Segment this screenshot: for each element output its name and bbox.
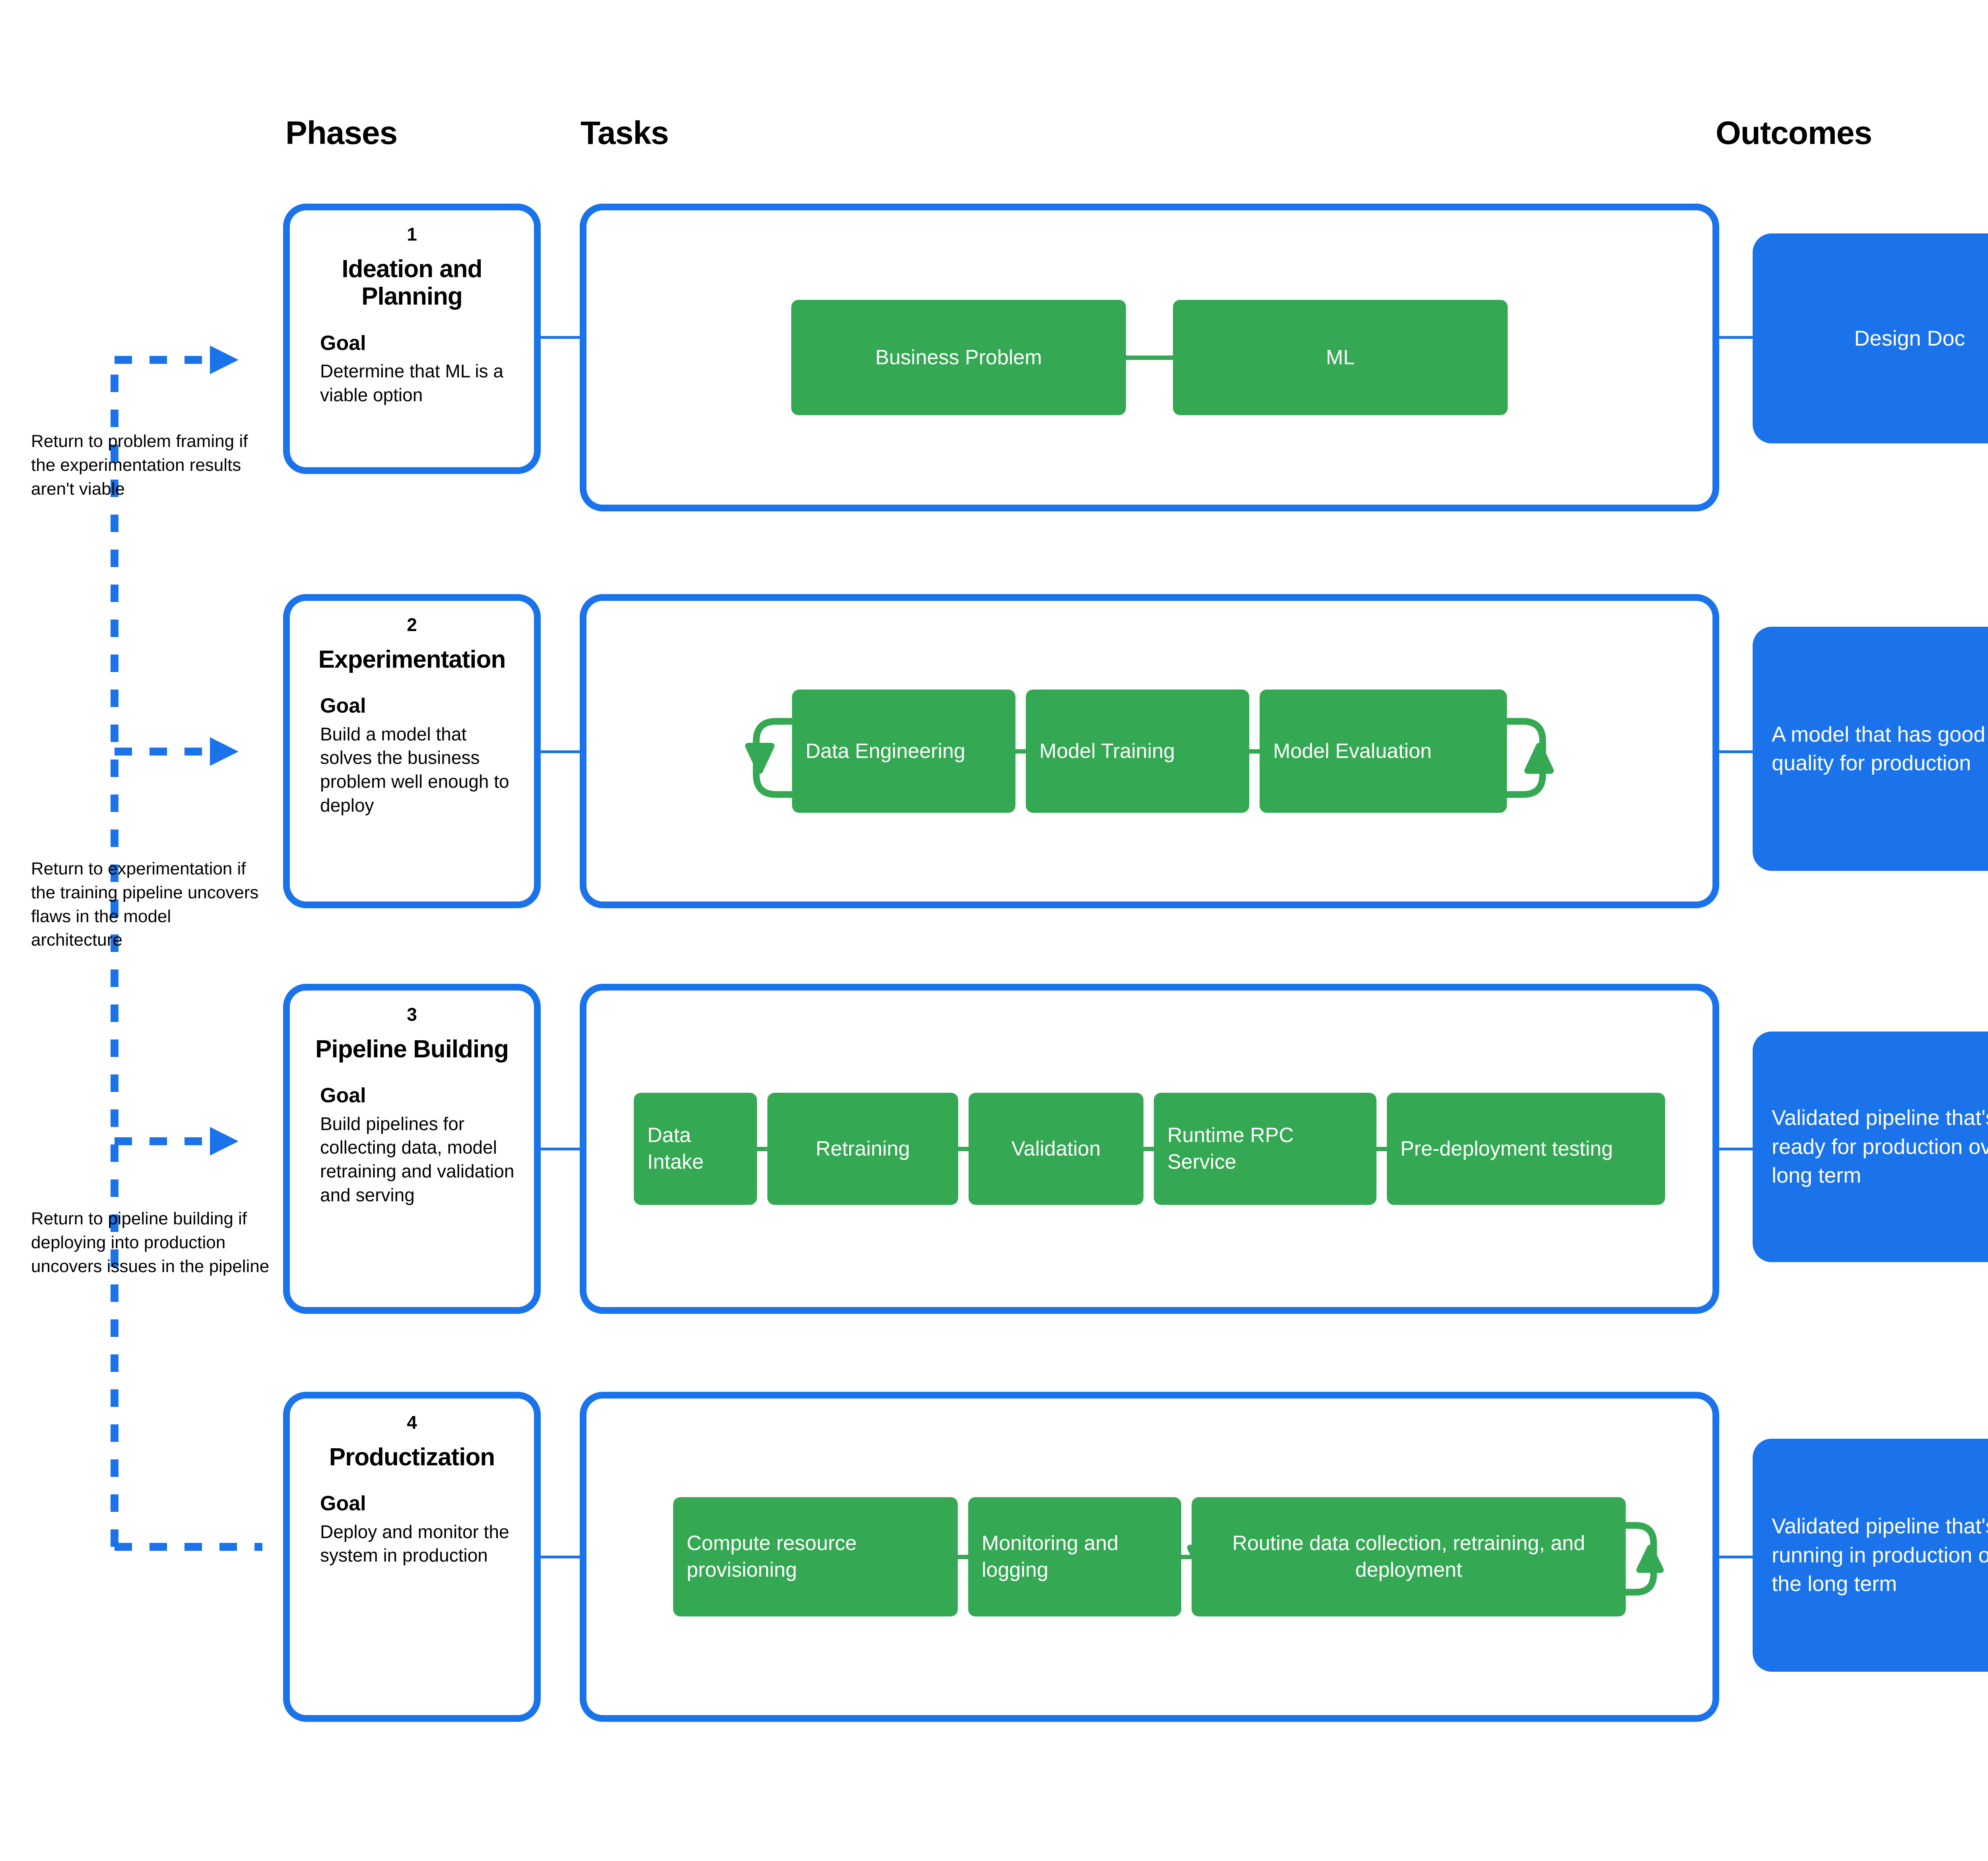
- phase-row-4: 4 Productization Goal Deploy and monitor…: [0, 1392, 1988, 1722]
- task-box-routine-data-collection[interactable]: Routine data collection, retraining, and…: [1192, 1497, 1626, 1616]
- goal-block-4: Goal Deploy and monitor the system in pr…: [308, 1492, 516, 1568]
- phase-row-3: 3 Pipeline Building Goal Build pipelines…: [0, 984, 1988, 1314]
- task-box-data-intake[interactable]: Data Intake: [634, 1093, 757, 1205]
- phase-title-2: Experimentation: [318, 645, 506, 673]
- task-label: Monitoring and logging: [982, 1532, 1118, 1581]
- link-tasks3-outcome3: [1719, 1148, 1753, 1150]
- task-connector: [1181, 1554, 1192, 1559]
- column-header-tasks: Tasks: [580, 115, 669, 151]
- dashed-arrowheads: [210, 346, 239, 1156]
- outcome-label: Design Doc: [1854, 326, 1965, 350]
- tasks-panel-1: Business Problem ML: [580, 204, 1719, 511]
- goal-block-3: Goal Build pipelines for collecting data…: [308, 1084, 516, 1207]
- task-label: Model Evaluation: [1273, 739, 1432, 763]
- task-row-4: Compute resource provisioning Monitoring…: [673, 1497, 1664, 1616]
- task-box-runtime-rpc-service[interactable]: Runtime RPC Service: [1154, 1093, 1376, 1205]
- outcome-box-2[interactable]: A model that has good quality for produc…: [1753, 627, 1988, 871]
- link-tasks1-outcome1: [1719, 336, 1753, 339]
- task-row-2: Data Engineering Model Training Model Ev…: [745, 690, 1554, 813]
- outcome-box-1[interactable]: Design Doc: [1753, 233, 1988, 443]
- column-header-phases: Phases: [285, 115, 398, 151]
- link-tasks2-outcome2: [1719, 750, 1753, 753]
- phase-title-1: Ideation and Planning: [342, 255, 482, 311]
- outcome-box-4[interactable]: Validated pipeline that's running in pro…: [1753, 1439, 1988, 1672]
- task-label: Routine data collection, retraining, and…: [1232, 1532, 1585, 1581]
- task-label: Data Intake: [647, 1124, 704, 1173]
- phase-card-1[interactable]: 1 Ideation and Planning Goal Determine t…: [283, 204, 541, 474]
- tasks-panel-4: Compute resource provisioning Monitoring…: [580, 1392, 1719, 1722]
- return-note-2: Return to experimentation if the trainin…: [31, 859, 259, 950]
- outcome-label: Validated pipeline that's running in pro…: [1772, 1514, 1988, 1596]
- goal-text-4: Deploy and monitor the system in product…: [320, 1521, 509, 1566]
- task-label: Retraining: [815, 1137, 910, 1160]
- phase-card-2[interactable]: 2 Experimentation Goal Build a model tha…: [283, 594, 541, 908]
- link-tasks4-outcome4: [1719, 1556, 1753, 1558]
- goal-label-3: Goal: [320, 1084, 366, 1107]
- outcome-box-3[interactable]: Validated pipeline that's ready for prod…: [1753, 1032, 1988, 1262]
- task-label: Data Engineering: [806, 739, 965, 763]
- phase-title-3: Pipeline Building: [315, 1035, 509, 1063]
- goal-label-1: Goal: [320, 331, 366, 355]
- phase-card-3[interactable]: 3 Pipeline Building Goal Build pipelines…: [283, 984, 541, 1314]
- task-box-compute-resource-provisioning[interactable]: Compute resource provisioning: [673, 1497, 958, 1616]
- phase-row-1: 1 Ideation and Planning Goal Determine t…: [0, 204, 1988, 518]
- task-box-monitoring-and-logging[interactable]: Monitoring and logging: [968, 1497, 1181, 1616]
- task-box-model-training[interactable]: Model Training: [1026, 690, 1249, 813]
- task-connector: [958, 1146, 969, 1151]
- goal-label-2: Goal: [320, 694, 366, 718]
- link-phase3-tasks3: [541, 1148, 580, 1150]
- task-box-retraining[interactable]: Retraining: [767, 1093, 958, 1205]
- task-connector: [1015, 749, 1026, 754]
- task-connector: [1249, 749, 1260, 754]
- column-header-outcomes: Outcomes: [1716, 115, 1872, 151]
- task-connector: [1376, 1146, 1387, 1151]
- tasks-panel-2: Data Engineering Model Training Model Ev…: [580, 594, 1719, 908]
- task-connector: [1126, 355, 1173, 360]
- link-phase1-tasks1: [541, 336, 580, 339]
- task-label: Validation: [1011, 1137, 1101, 1160]
- task-box-business-problem[interactable]: Business Problem: [791, 300, 1126, 415]
- task-box-ml[interactable]: ML: [1173, 300, 1508, 415]
- phase-title-4: Productization: [329, 1443, 495, 1471]
- return-note-1: Return to problem framing if the experim…: [31, 431, 248, 499]
- task-label: Business Problem: [875, 346, 1042, 369]
- outcome-label: Validated pipeline that's ready for prod…: [1772, 1106, 1988, 1188]
- phase-number-4: 4: [407, 1412, 417, 1433]
- task-box-model-evaluation[interactable]: Model Evaluation: [1260, 690, 1507, 813]
- outcome-label: A model that has good quality for produc…: [1772, 722, 1986, 775]
- task-label: Runtime RPC Service: [1167, 1124, 1294, 1173]
- goal-text-1: Determine that ML is a viable option: [320, 360, 504, 405]
- task-label: Compute resource provisioning: [687, 1532, 857, 1581]
- task-label: ML: [1326, 346, 1355, 369]
- goal-label-4: Goal: [320, 1492, 366, 1515]
- arrowhead-phase-1: [210, 346, 239, 374]
- link-phase2-tasks2: [541, 750, 580, 753]
- task-label: Pre-deployment testing: [1400, 1137, 1613, 1160]
- phase-row-2: 2 Experimentation Goal Build a model tha…: [0, 594, 1988, 908]
- task-label: Model Training: [1039, 739, 1175, 763]
- phase-number-3: 3: [407, 1004, 417, 1025]
- phase-card-4[interactable]: 4 Productization Goal Deploy and monitor…: [283, 1392, 541, 1722]
- arrowhead-phase-3: [210, 1127, 239, 1156]
- task-box-data-engineering[interactable]: Data Engineering: [792, 690, 1015, 813]
- arrowhead-phase-2: [210, 737, 239, 766]
- task-row-3: Data Intake Retraining Validation Runtim…: [634, 1093, 1665, 1205]
- goal-text-3: Build pipelines for collecting data, mod…: [320, 1113, 514, 1205]
- task-connector: [1143, 1146, 1154, 1151]
- goal-block-2: Goal Build a model that solves the busin…: [308, 695, 516, 817]
- task-connector: [757, 1146, 767, 1151]
- return-note-3: Return to pipeline building if deploying…: [31, 1209, 270, 1276]
- tasks-panel-3: Data Intake Retraining Validation Runtim…: [580, 984, 1719, 1314]
- link-phase4-tasks4: [541, 1556, 580, 1558]
- task-box-validation[interactable]: Validation: [969, 1093, 1143, 1205]
- phase-number-1: 1: [407, 224, 417, 245]
- task-box-pre-deployment-testing[interactable]: Pre-deployment testing: [1387, 1093, 1665, 1205]
- phase-number-2: 2: [407, 614, 417, 635]
- task-row-1: Business Problem ML: [791, 300, 1508, 415]
- goal-block-1: Goal Determine that ML is a viable optio…: [308, 332, 516, 407]
- task-connector: [958, 1554, 968, 1559]
- goal-text-2: Build a model that solves the business p…: [320, 723, 509, 816]
